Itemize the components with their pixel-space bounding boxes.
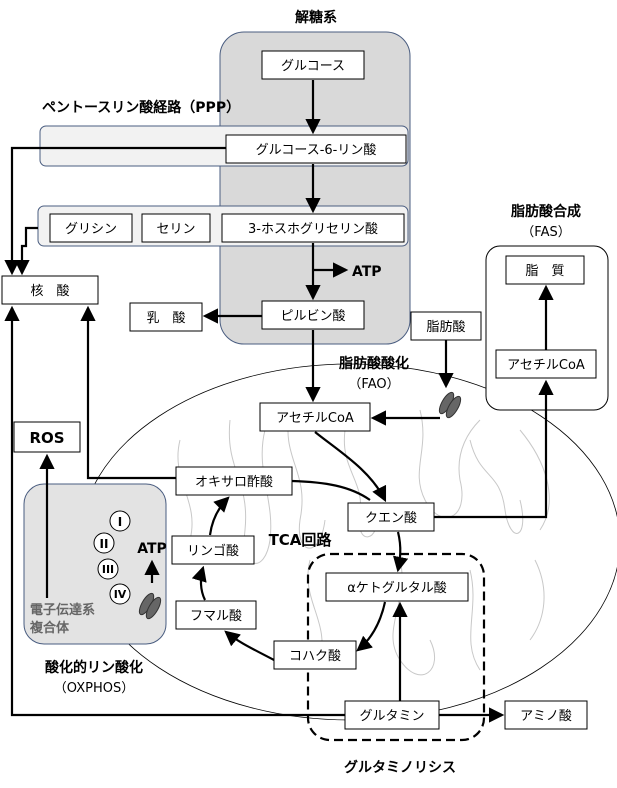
fas-subtitle: （FAS） — [521, 225, 570, 240]
arrow-succinate-fumarate — [224, 630, 275, 661]
fao-subtitle: （FAO） — [348, 377, 399, 392]
complex-iv-label: IV — [114, 588, 127, 601]
tca-title: TCA回路 — [269, 531, 333, 549]
node-glutamine: グルタミン — [344, 700, 440, 730]
arrow-serine-nucleic — [14, 226, 38, 276]
fatty-acid-label: 脂肪酸 — [426, 319, 465, 335]
serine-label: セリン — [156, 222, 195, 237]
glutaminolysis-title: グルタミノリシス — [344, 759, 456, 776]
node-lipid: 脂 質 — [505, 255, 585, 285]
node-fumarate: フマル酸 — [175, 600, 257, 630]
complex-iv: IV — [109, 583, 131, 605]
lactate-label: 乳 酸 — [146, 311, 185, 326]
arrow-citrate-fas — [434, 379, 554, 519]
arrow-akg-succinate — [356, 601, 387, 652]
complex-i-label: I — [118, 515, 122, 529]
akg-label: αケトグルタル酸 — [347, 581, 447, 596]
nucleic-acid-label: 核 酸 — [30, 284, 69, 299]
ppp-title: ペントースリン酸経路（PPP） — [42, 99, 240, 116]
node-acetyl-coa-fas: アセチルCoA — [495, 349, 597, 379]
etc-label: 電子伝達系 複合体 — [29, 602, 100, 636]
fao-title: 脂肪酸酸化 — [338, 355, 409, 372]
oxphos-region — [23, 483, 167, 645]
node-fatty-acid: 脂肪酸 — [410, 311, 482, 341]
node-ros: ROS — [13, 421, 81, 453]
succinate-label: コハク酸 — [289, 649, 341, 664]
complex-ii: II — [93, 532, 115, 554]
node-amino-acid: アミノ酸 — [504, 700, 588, 730]
fumarate-label: フマル酸 — [190, 609, 242, 624]
glycine-label: グリシン — [65, 222, 117, 237]
acetyl-coa-mito-label: アセチルCoA — [276, 411, 354, 426]
g6p-label: グルコース-6-リン酸 — [256, 143, 377, 158]
glutamine-label: グルタミン — [359, 709, 424, 724]
node-pyruvate: ピルビン酸 — [261, 300, 365, 330]
node-malate: リンゴ酸 — [171, 535, 255, 565]
glucose-label: グルコース — [281, 59, 345, 74]
complex-ii-label: II — [100, 537, 109, 551]
complex-iii-label: III — [102, 563, 114, 576]
3pg-label: 3-ホスホグリセリン酸 — [248, 222, 378, 237]
arrow-malate-oxaloacetate — [208, 496, 230, 536]
acetyl-coa-fas-label: アセチルCoA — [507, 358, 585, 373]
fas-title: 脂肪酸合成 — [510, 203, 581, 220]
arrows — [4, 80, 554, 723]
oxphos-subtitle: （OXPHOS） — [54, 681, 134, 696]
node-lactate: 乳 酸 — [129, 302, 203, 332]
node-citrate: クエン酸 — [347, 502, 435, 532]
atp-oxphos-label: ATP — [137, 541, 167, 557]
citrate-label: クエン酸 — [365, 511, 417, 526]
node-serine: セリン — [141, 213, 211, 243]
atp-glycolysis-label: ATP — [352, 264, 382, 280]
arrow-fumarate-malate — [191, 565, 207, 601]
node-oxaloacetate: オキサロ酢酸 — [175, 466, 293, 496]
amino-acid-label: アミノ酸 — [520, 709, 572, 724]
oxaloacetate-label: オキサロ酢酸 — [195, 475, 273, 490]
node-g6p: グルコース-6-リン酸 — [225, 134, 407, 164]
arrow-ppp-nucleic — [4, 146, 226, 276]
node-glycine: グリシン — [49, 213, 133, 243]
pyruvate-label: ピルビン酸 — [280, 309, 345, 324]
complex-i: I — [109, 510, 131, 532]
atp-synthase-icon — [138, 592, 162, 620]
node-glucose: グルコース — [261, 50, 365, 80]
fatty-acid-transporter-icon — [438, 391, 462, 419]
oxphos-title: 酸化的リン酸化 — [45, 659, 143, 676]
node-3pg: 3-ホスホグリセリン酸 — [221, 213, 405, 243]
complex-iii: III — [97, 558, 119, 580]
arrow-acetylcoa-citrate — [314, 431, 387, 503]
node-akg: αケトグルタル酸 — [325, 572, 469, 602]
glycolysis-region — [219, 31, 411, 345]
node-succinate: コハク酸 — [273, 640, 357, 670]
glycolysis-title: 解糖系 — [295, 9, 337, 26]
arrow-oxaloacetate-citrate — [291, 479, 371, 501]
arrow-oxaloacetate-nucleic — [80, 305, 176, 480]
node-nucleic-acid: 核 酸 — [1, 275, 99, 305]
arrow-citrate-akg — [393, 531, 409, 573]
lipid-label: 脂 質 — [525, 264, 564, 279]
node-acetyl-coa-mito: アセチルCoA — [259, 402, 371, 432]
malate-label: リンゴ酸 — [187, 543, 239, 559]
ros-label: ROS — [29, 429, 64, 447]
arrow-glutamine-nucleic — [4, 305, 345, 717]
